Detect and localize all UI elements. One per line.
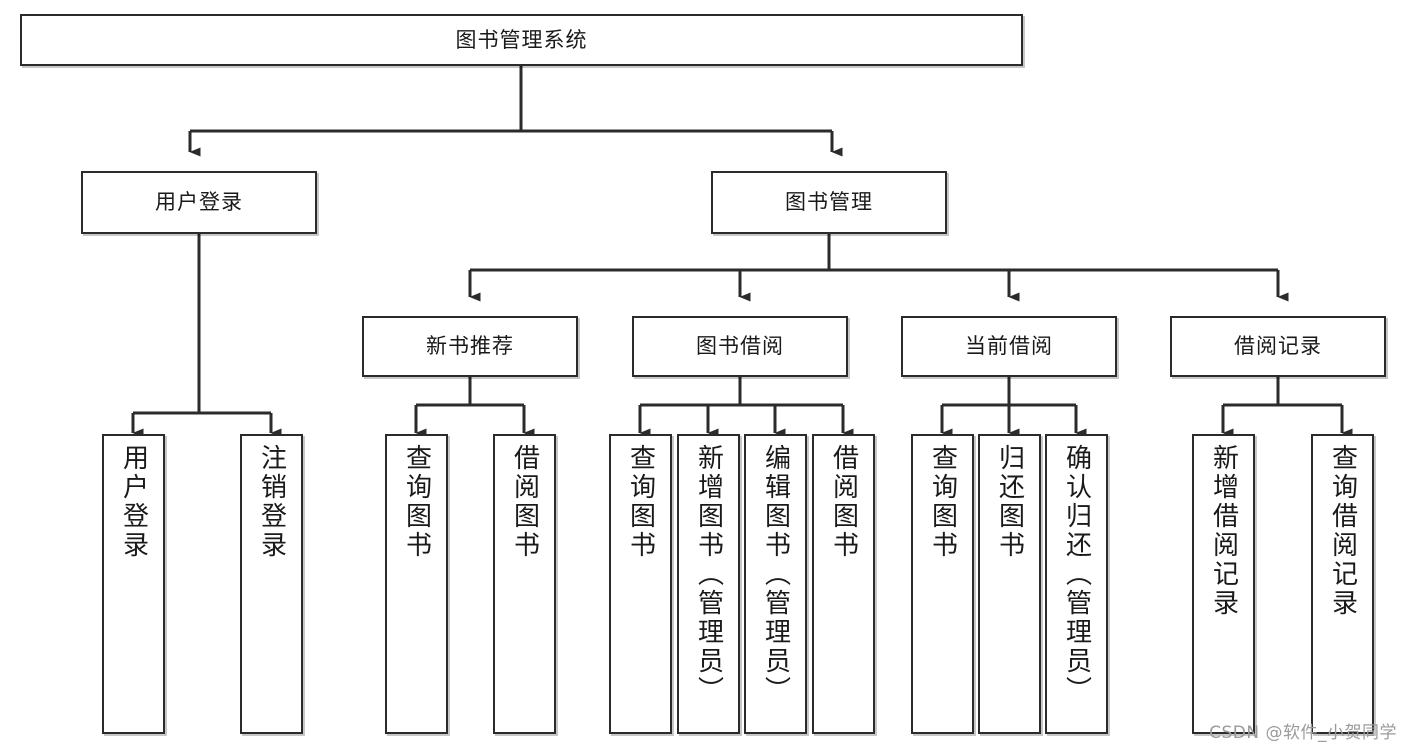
leaf-label: 归还图书 xyxy=(994,444,1025,560)
node-current-borrow[interactable]: 当前借阅 xyxy=(901,316,1117,377)
node-user-login[interactable]: 用户登录 xyxy=(81,171,317,234)
node-root-book-management-system[interactable]: 图书管理系统 xyxy=(20,14,1023,66)
leaf-label: 确认归还（管理员） xyxy=(1061,444,1092,705)
node-label: 图书借阅 xyxy=(696,334,784,359)
leaf-edit-book-admin[interactable]: 编辑图书（管理员） xyxy=(744,434,807,734)
node-label: 图书管理系统 xyxy=(455,27,588,52)
node-label: 借阅记录 xyxy=(1234,334,1322,359)
leaf-query-book-recommend[interactable]: 查询图书 xyxy=(385,434,448,734)
leaf-label: 查询图书 xyxy=(927,444,958,560)
leaf-label: 新增借阅记录 xyxy=(1208,444,1239,618)
leaf-add-book-admin[interactable]: 新增图书（管理员） xyxy=(677,434,740,734)
leaf-borrow-book-recommend[interactable]: 借阅图书 xyxy=(493,434,556,734)
leaf-label: 查询借阅记录 xyxy=(1327,444,1358,618)
node-borrow-record[interactable]: 借阅记录 xyxy=(1170,316,1386,377)
leaf-return-book[interactable]: 归还图书 xyxy=(978,434,1041,734)
leaf-label: 编辑图书（管理员） xyxy=(760,444,791,705)
node-label: 新书推荐 xyxy=(426,334,514,359)
node-label: 用户登录 xyxy=(155,190,243,215)
node-book-borrow[interactable]: 图书借阅 xyxy=(632,316,848,377)
leaf-confirm-return-admin[interactable]: 确认归还（管理员） xyxy=(1045,434,1108,734)
leaf-query-borrow-record[interactable]: 查询借阅记录 xyxy=(1311,434,1374,734)
leaf-borrow-book[interactable]: 借阅图书 xyxy=(812,434,875,734)
node-label: 当前借阅 xyxy=(965,334,1053,359)
leaf-add-borrow-record[interactable]: 新增借阅记录 xyxy=(1192,434,1255,734)
leaf-logout[interactable]: 注销登录 xyxy=(240,434,303,734)
leaf-label: 用户登录 xyxy=(118,444,149,560)
node-label: 图书管理 xyxy=(785,190,873,215)
leaf-label: 借阅图书 xyxy=(828,444,859,560)
leaf-label: 查询图书 xyxy=(401,444,432,560)
leaf-query-book-current[interactable]: 查询图书 xyxy=(911,434,974,734)
leaf-query-book-borrow[interactable]: 查询图书 xyxy=(609,434,672,734)
node-book-management[interactable]: 图书管理 xyxy=(711,171,947,234)
leaf-label: 查询图书 xyxy=(625,444,656,560)
leaf-label: 注销登录 xyxy=(256,444,287,560)
node-new-book-recommend[interactable]: 新书推荐 xyxy=(362,316,578,377)
leaf-label: 借阅图书 xyxy=(509,444,540,560)
leaf-label: 新增图书（管理员） xyxy=(693,444,724,705)
leaf-user-login[interactable]: 用户登录 xyxy=(102,434,165,734)
